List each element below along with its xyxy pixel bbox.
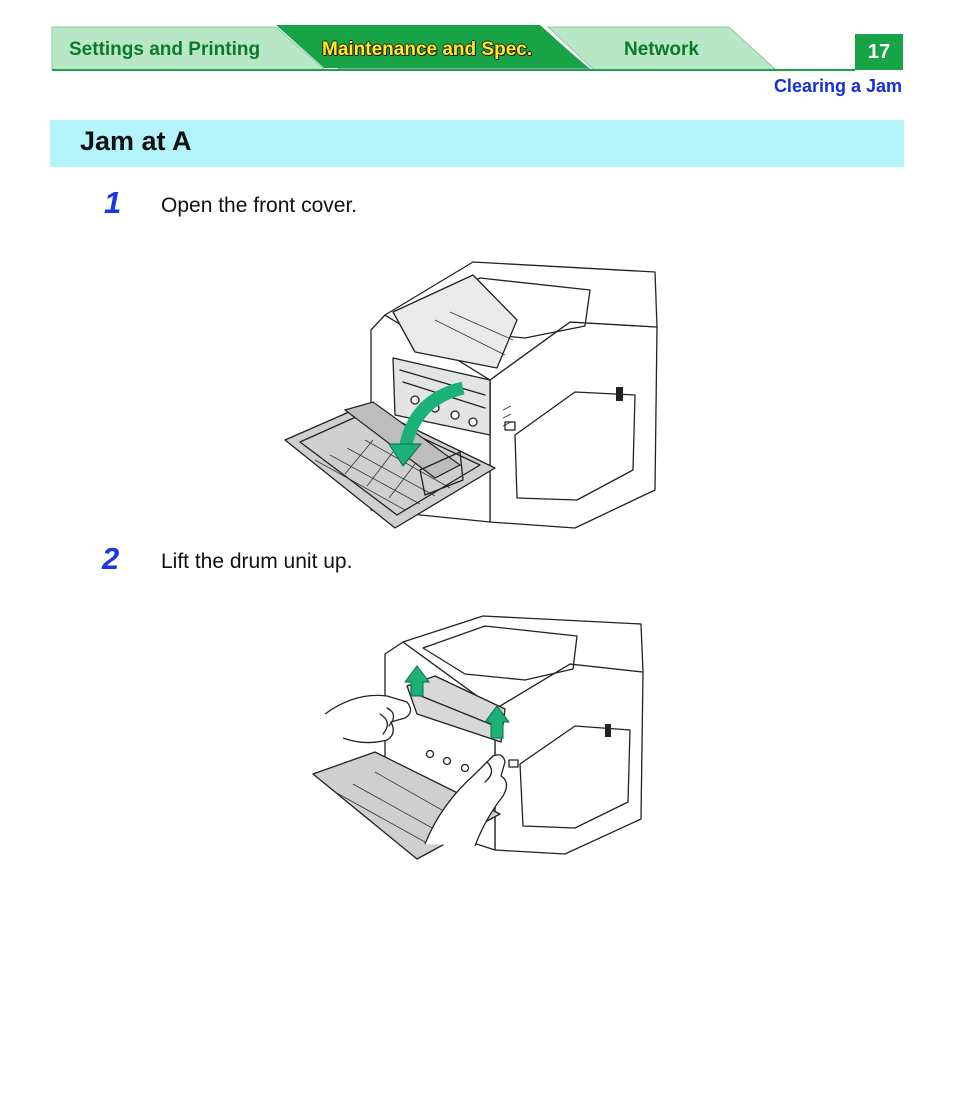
tab-settings-and-printing[interactable]: Settings and Printing: [69, 39, 261, 60]
printer-front-cover-open-illustration: [284, 261, 658, 529]
side-panel-recess: [519, 725, 631, 829]
step-number-2: 2: [102, 541, 120, 576]
tab-shapes: [51, 25, 855, 71]
side-panel-recess: [514, 391, 636, 501]
step-text-2: Lift the drum unit up.: [161, 550, 353, 573]
side-latch: [605, 724, 611, 737]
left-hand: [324, 694, 412, 744]
top-nav: Settings and Printing Maintenance and Sp…: [0, 0, 954, 80]
step-number-1: 1: [104, 185, 122, 220]
page-title: Jam at A: [80, 126, 192, 156]
section-heading-band: Jam at A: [50, 120, 904, 167]
side-latch: [616, 387, 623, 401]
page-number-badge: 17: [855, 34, 903, 70]
lift-arrow-right: [484, 705, 510, 739]
step-text-1: Open the front cover.: [161, 194, 358, 217]
open-front-cover: [284, 404, 496, 529]
printer-drum-unit-lift-illustration: [312, 615, 644, 860]
paper-exit: [392, 274, 518, 369]
tab-network[interactable]: Network: [624, 39, 699, 60]
right-hand: [424, 754, 508, 847]
open-direction-arrow: [398, 381, 465, 452]
lift-arrow-left: [404, 665, 430, 697]
tab-maintenance-and-spec[interactable]: Maintenance and Spec.: [322, 39, 533, 60]
output-tray: [422, 625, 578, 681]
section-link-clearing-a-jam[interactable]: Clearing a Jam: [773, 76, 902, 96]
